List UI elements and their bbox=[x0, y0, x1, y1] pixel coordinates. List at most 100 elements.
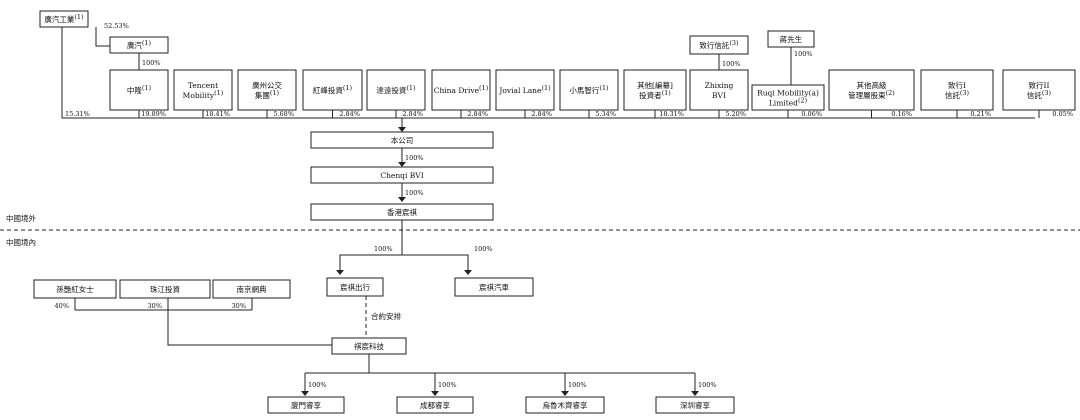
row-dayuan-note: (1) bbox=[406, 84, 416, 92]
row-zhixing-i-note: (3) bbox=[960, 89, 970, 97]
row-zhonglong-percent: 19.89% bbox=[141, 110, 166, 118]
contractual-label: 合約安排 bbox=[371, 311, 401, 321]
row-tencent-label-1: Tencent bbox=[188, 81, 218, 90]
row-ruqi-a-note: (2) bbox=[798, 97, 808, 105]
row-ruqi-a-label-1: Ruqi Mobility(a) bbox=[757, 89, 819, 98]
row-tencent-label-2: Mobility(1) bbox=[183, 89, 224, 100]
row-other-pre-ipo-note: (1) bbox=[662, 89, 672, 97]
row-zhixing-i-label-1: 致行I bbox=[948, 80, 966, 90]
trust-to-zhixing-bvi-percent: 100% bbox=[722, 60, 741, 68]
row-zhixing-i-percent: 0.21% bbox=[970, 110, 991, 118]
vie-holder-3-percent: 30% bbox=[232, 302, 246, 310]
branch-2-label: 成都睿享 bbox=[420, 400, 450, 410]
jiang-to-ruqi-percent: 100% bbox=[794, 50, 813, 58]
row-zhixing-i-box bbox=[920, 69, 994, 111]
gac-industrial-box bbox=[39, 10, 89, 28]
row-gz-transport-label-1: 廣州公交 bbox=[252, 80, 282, 90]
chenqi-bvi-label: Chenqi BVI bbox=[380, 171, 423, 180]
row-jovial-lane-box bbox=[495, 69, 555, 111]
hk-to-auto-line bbox=[402, 254, 469, 274]
chenqi-auto-percent: 100% bbox=[474, 245, 493, 253]
branch-1-percent: 100% bbox=[308, 381, 327, 389]
row-senior-mgmt-box bbox=[828, 69, 915, 111]
vie-holder-2-percent: 30% bbox=[148, 302, 162, 310]
bvi-to-hk-percent: 100% bbox=[405, 189, 424, 197]
bus-to-company-arrowhead bbox=[398, 127, 406, 132]
row-ruqi-a-label-2: Limited(2) bbox=[769, 97, 808, 108]
row-zhixing-ii-note: (3) bbox=[1042, 89, 1052, 97]
jiang-label: 蔣先生 bbox=[780, 34, 803, 44]
row-jovial-lane-label-1: Jovial Lane(1) bbox=[498, 84, 551, 95]
row-xiaoma-box bbox=[559, 69, 619, 111]
branch-1-box bbox=[267, 396, 345, 414]
region-inside-label: 中國境內 bbox=[6, 237, 36, 247]
gac-label: 廣汽(1) bbox=[127, 39, 152, 50]
region-outside-label: 中國境外 bbox=[6, 213, 36, 223]
vie-to-qichen-line bbox=[167, 298, 332, 346]
row-ruqi-a-box bbox=[751, 84, 825, 111]
branch-3-percent: 100% bbox=[568, 381, 587, 389]
branch-3-label: 烏魯木齊睿享 bbox=[543, 400, 588, 410]
row-china-drive-percent: 2.84% bbox=[467, 110, 488, 118]
row-ruqi-a-percent: 0.06% bbox=[801, 110, 822, 118]
company-to-bvi-percent: 100% bbox=[405, 154, 424, 162]
company-to-bvi-arrowhead bbox=[398, 162, 406, 167]
row-tencent-box bbox=[173, 69, 233, 111]
row-senior-mgmt-percent: 0.16% bbox=[891, 110, 912, 118]
hk-to-auto-arrowhead bbox=[464, 270, 472, 275]
row-zhixing-bvi-label-1: Zhixing bbox=[705, 81, 734, 90]
row-jovial-lane-note: (1) bbox=[541, 84, 551, 92]
branch-3-arrowhead bbox=[561, 391, 569, 396]
branch-1-label: 廈門睿享 bbox=[291, 400, 321, 410]
branch-2-percent: 100% bbox=[438, 381, 457, 389]
gac-to-zhonglong-percent: 100% bbox=[142, 59, 161, 67]
bvi-to-hk-arrowhead bbox=[398, 197, 406, 202]
chenqi-mobility-percent: 100% bbox=[374, 245, 393, 253]
vie-holder-1-percent: 40% bbox=[55, 302, 69, 310]
chenqi-auto-box bbox=[454, 277, 534, 297]
row-dayuan-label-1: 達遠投資(1) bbox=[376, 84, 416, 95]
branch-2-box bbox=[396, 396, 474, 414]
gac-industrial-to-gac-percent: 52.53% bbox=[104, 22, 129, 30]
row-hongfeng-label-1: 紅峰投資(1) bbox=[313, 84, 353, 95]
row-other-pre-ipo-percent: 18.31% bbox=[659, 110, 684, 118]
row-zhixing-i-label-2: 信託(3) bbox=[945, 89, 970, 100]
chenqi-mobility-label: 宸祺出行 bbox=[340, 282, 370, 292]
row-hongfeng-percent: 2.84% bbox=[339, 110, 360, 118]
row-hongfeng-box bbox=[302, 69, 363, 111]
chenqi-mobility-box bbox=[326, 277, 384, 297]
chenqi-auto-label: 宸祺汽車 bbox=[479, 282, 509, 292]
gac-industrial-direct-percent: 15.31% bbox=[65, 110, 90, 118]
row-zhonglong-label-1: 中隆(1) bbox=[127, 84, 152, 95]
branch-4-label: 深圳睿享 bbox=[680, 400, 710, 410]
qichen-tech-label: 祺宸科技 bbox=[354, 341, 384, 351]
row-zhixing-ii-box bbox=[1002, 69, 1076, 111]
row-gz-transport-box bbox=[237, 69, 297, 111]
vie-holder-2-label: 珠江投資 bbox=[150, 284, 180, 294]
branch-4-box bbox=[655, 396, 735, 414]
company-label: 本公司 bbox=[391, 135, 414, 145]
row-tencent-percent: 18.41% bbox=[205, 110, 230, 118]
branch-4-arrowhead bbox=[691, 391, 699, 396]
branch-4-percent: 100% bbox=[698, 381, 717, 389]
row-zhixing-bvi-box bbox=[689, 69, 749, 111]
hk-chenqi-label: 香港宸祺 bbox=[387, 207, 417, 217]
row-xiaoma-percent: 5.34% bbox=[595, 110, 616, 118]
row-zhonglong-note: (1) bbox=[142, 84, 152, 92]
row-zhixing-ii-label-2: 信託(3) bbox=[1027, 89, 1052, 100]
row-gz-transport-label-2: 集團(1) bbox=[255, 89, 280, 100]
vie-holder-2-box bbox=[119, 279, 211, 299]
row-gz-transport-note: (1) bbox=[270, 89, 280, 97]
row-gz-transport-percent: 5.68% bbox=[273, 110, 294, 118]
gac-industrial-label: 廣汽工業(1) bbox=[44, 13, 84, 24]
branch-3-box bbox=[525, 396, 605, 414]
vie-holder-1-label: 孫艷紅女士 bbox=[56, 284, 94, 294]
zhixing-trust-parent-label: 致行信託(3) bbox=[699, 39, 739, 50]
row-xiaoma-label-1: 小馬智行(1) bbox=[569, 84, 609, 95]
row-tencent-note: (1) bbox=[214, 89, 224, 97]
row-zhixing-bvi-label-2: BVI bbox=[712, 91, 726, 100]
row-zhixing-bvi-percent: 5.20% bbox=[725, 110, 746, 118]
